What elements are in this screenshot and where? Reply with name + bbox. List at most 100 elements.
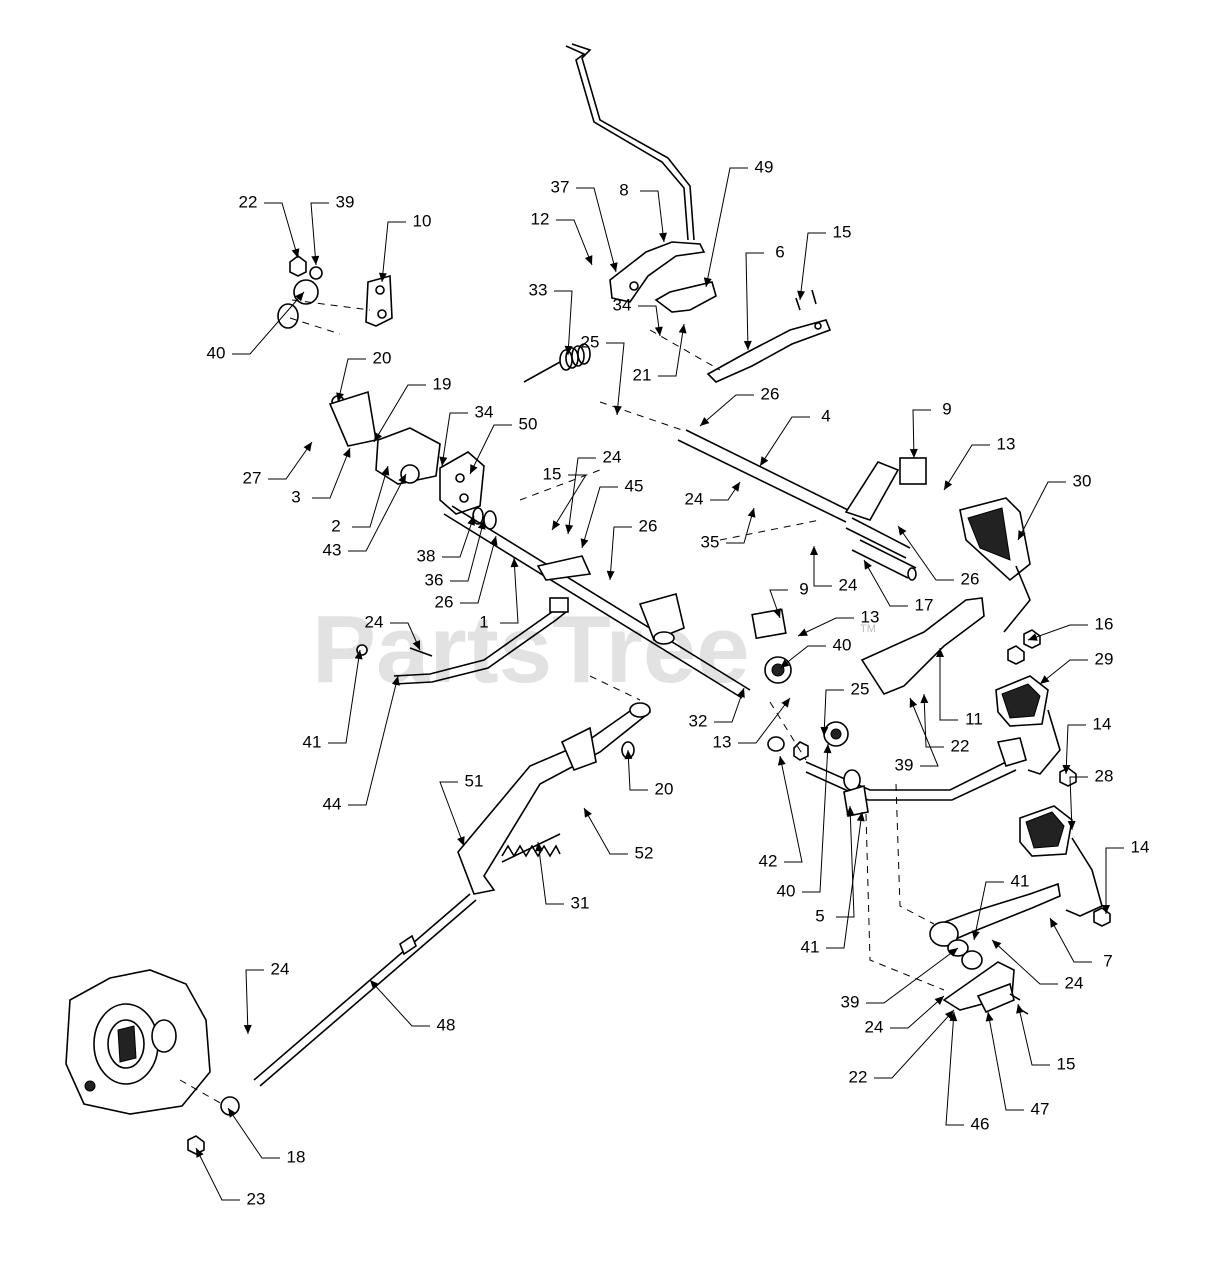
callout-arrowhead <box>760 456 769 466</box>
callout-arrowhead <box>1028 633 1038 641</box>
part-rod-48 <box>253 893 477 1087</box>
callout-leader <box>813 546 832 587</box>
callout-leader <box>554 290 573 356</box>
callout-26: 26 <box>435 535 498 611</box>
callout-arrowhead <box>936 648 944 657</box>
callout-arrowhead <box>439 456 448 466</box>
callout-number: 20 <box>373 348 392 367</box>
callout-8: 8 <box>619 180 667 243</box>
callout-leader <box>710 481 741 501</box>
callout-14: 14 <box>1102 837 1149 914</box>
callout-number: 22 <box>849 1067 868 1086</box>
parts-42-40-lower <box>767 721 849 761</box>
callout-leader <box>469 424 512 475</box>
callout-33: 33 <box>529 280 573 356</box>
callout-arrowhead <box>846 806 855 816</box>
callout-9: 9 <box>769 579 809 619</box>
callout-leader <box>943 444 990 491</box>
callout-leader <box>874 1009 955 1079</box>
callout-number: 2 <box>331 516 340 535</box>
callout-22: 22 <box>849 1009 955 1086</box>
assembly-lines <box>179 299 945 1105</box>
callout-arrowhead <box>624 750 633 760</box>
callout-arrowhead <box>1040 675 1050 684</box>
callout-number: 25 <box>851 679 870 698</box>
callout-number: 9 <box>942 399 951 418</box>
callout-number: 50 <box>519 414 538 433</box>
callout-52: 52 <box>583 807 653 862</box>
callout-26: 26 <box>606 516 658 581</box>
callout-number: 41 <box>1011 871 1030 890</box>
callout-44: 44 <box>323 675 400 813</box>
part-spring-33 <box>523 343 591 383</box>
callout-number: 24 <box>365 612 384 631</box>
callout-leader <box>863 559 908 607</box>
callout-number: 33 <box>529 280 548 299</box>
callout-34: 34 <box>439 402 493 467</box>
callout-24: 24 <box>991 939 1083 992</box>
callout-arrowhead <box>1067 820 1076 830</box>
callout-24: 24 <box>243 959 289 1035</box>
part-lever-8 <box>609 241 706 303</box>
callout-arrowhead <box>856 812 865 822</box>
callout-leader <box>759 416 810 467</box>
part-lever-51 <box>457 702 652 895</box>
callout-32: 32 <box>689 687 745 730</box>
callout-number: 41 <box>801 937 820 956</box>
callout-41: 41 <box>801 811 865 956</box>
callout-number: 8 <box>619 180 628 199</box>
callout-28: 28 <box>1067 766 1113 831</box>
callout-number: 23 <box>247 1189 266 1208</box>
callout-arrowhead <box>613 405 622 415</box>
callout-24: 24 <box>365 612 421 651</box>
callout-arrowhead <box>1062 764 1071 774</box>
callout-arrowhead <box>654 326 663 336</box>
callout-arrowhead <box>658 232 667 242</box>
callout-40: 40 <box>207 291 305 362</box>
callout-number: 39 <box>841 992 860 1011</box>
callout-31: 31 <box>535 841 589 912</box>
callout-leader <box>909 697 939 767</box>
callout-6: 6 <box>743 242 785 351</box>
callout-leader <box>460 535 497 604</box>
callout-leader <box>802 743 829 893</box>
callout-leader <box>799 232 826 301</box>
callout-leader <box>195 1147 240 1201</box>
callout-37: 37 <box>551 177 618 273</box>
callout-49: 49 <box>703 157 773 288</box>
callout-number: 39 <box>895 755 914 774</box>
callout-arrowhead <box>781 698 790 708</box>
callout-leader <box>973 881 1004 941</box>
callout-43: 43 <box>323 473 407 559</box>
part-transmission-housing <box>65 969 211 1115</box>
callout-number: 24 <box>685 489 704 508</box>
callout-26: 26 <box>699 384 780 427</box>
callout-leader <box>609 526 632 581</box>
bolts-15-top <box>795 289 817 311</box>
callout-arrowhead <box>777 756 786 766</box>
callout-arrowhead <box>580 538 589 548</box>
callout-number: 26 <box>639 516 658 535</box>
callout-number: 14 <box>1093 714 1112 733</box>
callout-leader <box>826 811 863 949</box>
callout-leader <box>369 979 430 1027</box>
callout-leader <box>581 486 618 549</box>
callout-arrowhead <box>731 482 740 492</box>
callout-number: 26 <box>961 569 980 588</box>
callout-arrowhead <box>295 292 304 302</box>
callout-13: 13 <box>943 434 1015 491</box>
callout-number: 12 <box>531 209 550 228</box>
callout-arrowhead <box>196 1148 204 1158</box>
callout-41: 41 <box>303 649 363 751</box>
callout-number: 26 <box>761 384 780 403</box>
callout-leader <box>442 515 475 558</box>
callout-arrowhead <box>992 940 1002 950</box>
callout-leader <box>348 473 407 552</box>
part-control-rod-top <box>565 43 695 241</box>
nut-14-lower <box>1093 907 1111 927</box>
callout-29: 29 <box>1039 649 1113 685</box>
callout-number: 51 <box>465 771 484 790</box>
part-arm-11 <box>860 597 985 695</box>
callout-leader <box>945 1011 964 1126</box>
